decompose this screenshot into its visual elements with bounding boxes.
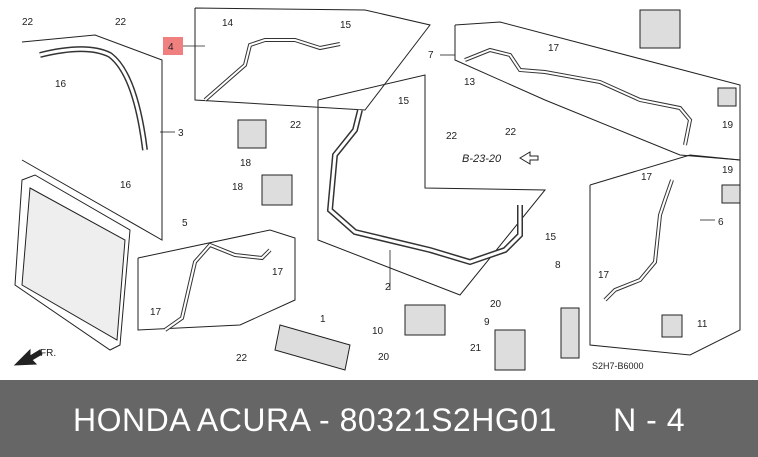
callout: 22 (22, 17, 34, 28)
callout: 17 (641, 172, 653, 183)
footer-text: HONDA ACURA - 80321S2HG01 N - 4 (72, 402, 685, 438)
diagram-code: S2H7-B6000 (592, 361, 644, 371)
callout: 1 (320, 314, 326, 325)
callout: 16 (55, 79, 67, 90)
callout: 17 (272, 267, 284, 278)
callout: 3 (178, 128, 184, 139)
diagram-svg: 4 22 22 16 3 16 14 15 22 18 18 15 7 17 1… (13, 7, 741, 371)
reference-arrow (519, 151, 539, 165)
callout: 19 (722, 165, 734, 176)
pipe-6 (603, 179, 674, 302)
bracket-18b (261, 174, 293, 206)
callout: 14 (222, 18, 234, 29)
callout: 22 (290, 120, 302, 131)
callout: 16 (120, 180, 132, 191)
bracket-9 (494, 329, 526, 371)
reference-label: B-23-20 (462, 153, 502, 165)
frame-group-4 (194, 7, 431, 111)
callout: 18 (240, 158, 252, 169)
callout: 8 (555, 260, 561, 271)
footer-bar: HONDA ACURA - 80321S2HG01 N - 4 (0, 380, 758, 457)
callout: 17 (548, 43, 560, 54)
callout: 22 (446, 131, 458, 142)
condenser (14, 174, 131, 351)
callout: 15 (398, 96, 410, 107)
switch-19a (717, 87, 737, 107)
frame-group-center (317, 74, 547, 296)
callout: 15 (545, 232, 557, 243)
callout: 13 (464, 77, 476, 88)
clamp-10 (404, 304, 446, 336)
pipe-7 (464, 47, 693, 146)
callout: 7 (428, 50, 434, 61)
callout: 18 (232, 182, 244, 193)
parts-diagram: 4 22 22 16 3 16 14 15 22 18 18 15 7 17 1… (13, 7, 741, 371)
callout: 22 (505, 127, 517, 138)
pipe-4 (203, 38, 341, 102)
callout: 2 (385, 282, 391, 293)
callout: 17 (598, 270, 610, 281)
callout: 10 (372, 326, 384, 337)
highlight-label: 4 (168, 42, 174, 53)
hose-3 (39, 46, 148, 151)
callout: 17 (150, 307, 162, 318)
receiver-dryer (560, 307, 580, 359)
callout: 11 (697, 319, 708, 330)
frame-group-5 (137, 229, 296, 331)
callout: 15 (340, 20, 352, 31)
callout: 5 (182, 218, 188, 229)
callout: 9 (484, 317, 490, 328)
callout: 22 (115, 17, 127, 28)
highlight-box (163, 37, 183, 55)
callout: 6 (718, 217, 724, 228)
switch-19b (721, 184, 741, 204)
callout: 20 (378, 352, 390, 363)
callout: 19 (722, 120, 734, 131)
switch-11 (661, 314, 683, 338)
frame-group-3 (21, 34, 163, 241)
front-arrow (13, 348, 43, 366)
callout: 22 (236, 353, 248, 364)
frame-group-7 (454, 21, 741, 161)
label-plate-1 (274, 324, 351, 371)
frame-group-6 (589, 154, 741, 356)
front-label: FR. (40, 348, 56, 359)
compressor (639, 9, 681, 49)
callout: 21 (470, 343, 482, 354)
callout: 20 (490, 299, 502, 310)
bracket-18a (237, 119, 267, 149)
